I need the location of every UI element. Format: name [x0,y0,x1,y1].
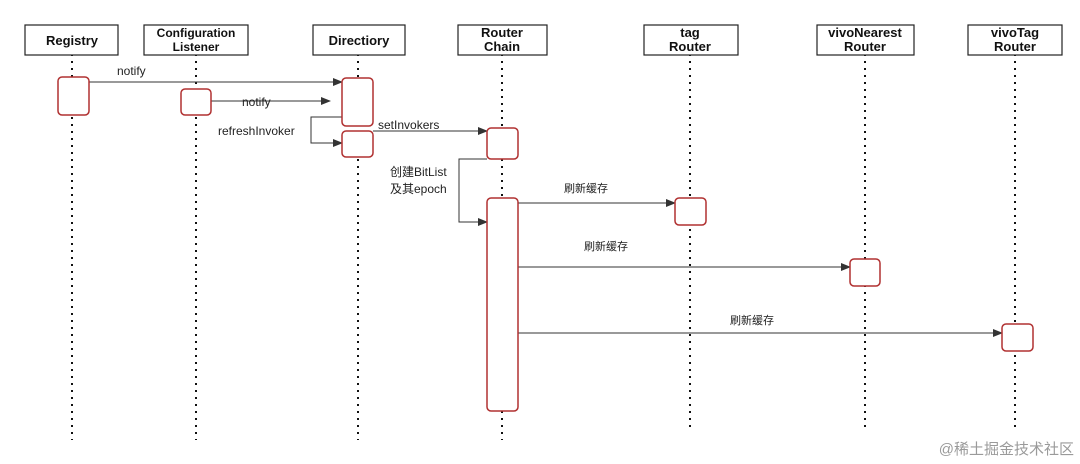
participant-box-registry [24,24,119,56]
participant-label-vivo-tag-router-line2: Router [994,39,1036,54]
activation-configuration-listener [180,88,212,116]
participant-label-registry: Registry [46,33,99,48]
label-create-bitlist-line1: 创建BitList [390,165,447,179]
message-labels: notify notify refreshInvoker setInvokers… [117,64,774,327]
arrow-create-bitlist-self [458,158,488,226]
activation-registry [57,76,90,116]
participant-box-directiory [312,24,406,56]
label-notify-registry: notify [117,64,146,78]
message-arrows [89,78,1003,337]
activation-directiory-upper [341,77,374,127]
participant-boxes [24,24,1063,56]
label-refresh-invoker: refreshInvoker [218,124,295,138]
watermark: @稀土掘金技术社区 [939,441,1074,458]
activation-vivo-tag-router [1001,323,1034,352]
label-refresh-cache-tag: 刷新缓存 [564,181,608,195]
activation-directiory-lower [341,130,374,158]
activation-router-chain-main [486,197,519,412]
activation-router-chain-upper [486,127,519,160]
label-refresh-cache-vivo-nearest: 刷新缓存 [584,239,628,253]
participant-label-tag-router-line1: tag [680,25,700,40]
participant-box-tag-router [643,24,739,56]
participant-labels: Registry Configuration Listener Directio… [46,25,1039,54]
participant-box-vivo-tag-router [967,24,1063,56]
label-notify-listener: notify [242,95,271,109]
participant-box-vivo-nearest-router [816,24,915,56]
participant-label-tag-router-line2: Router [669,39,711,54]
participant-label-configuration-listener-line2: Listener [173,40,220,54]
participant-box-configuration-listener [143,24,249,56]
lifelines [71,54,1016,440]
participant-label-vivo-nearest-router-line1: vivoNearest [828,25,902,40]
label-refresh-cache-vivo-tag: 刷新缓存 [730,313,774,327]
activation-tag-router [674,197,707,226]
arrow-refresh-invoker-self [310,116,343,147]
participant-box-router-chain [457,24,548,56]
participant-label-configuration-listener-line1: Configuration [157,26,236,40]
participant-label-vivo-tag-router-line1: vivoTag [991,25,1039,40]
activation-boxes [57,76,1034,412]
label-set-invokers: setInvokers [378,118,439,132]
participant-label-vivo-nearest-router-line2: Router [844,39,886,54]
participant-label-router-chain-line2: Chain [484,39,520,54]
label-create-bitlist-line2: 及其epoch [390,182,447,196]
activation-vivo-nearest-router [849,258,881,287]
participant-label-router-chain-line1: Router [481,25,523,40]
participant-label-directiory: Directiory [329,33,390,48]
